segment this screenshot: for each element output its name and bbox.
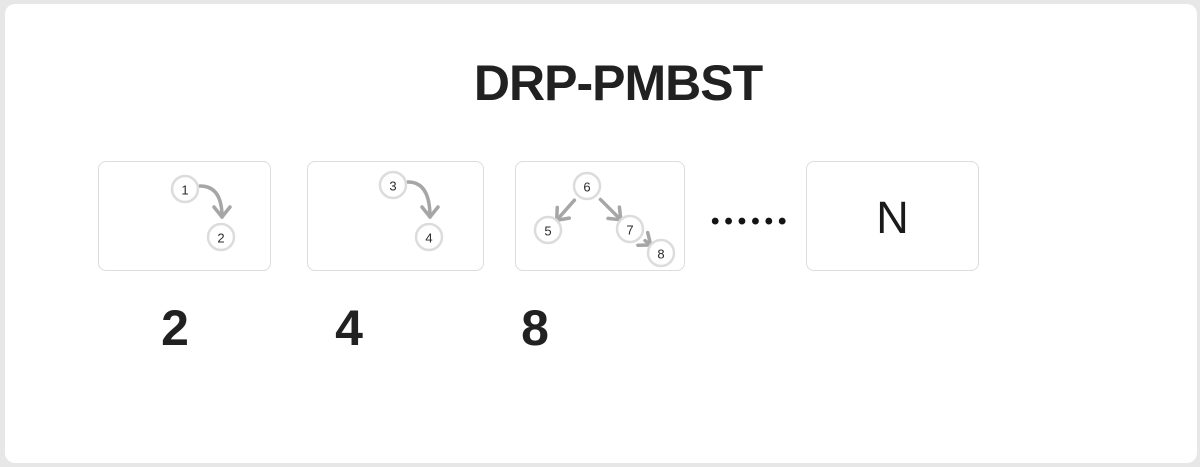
count-label-4: 4 (335, 300, 363, 356)
figure-title: DRP-PMBST (473, 55, 763, 111)
svg-text:7: 7 (626, 223, 633, 238)
svg-text:4: 4 (425, 231, 432, 246)
tree-box-8: 6 5 7 8 (515, 161, 685, 271)
tree-edge-6-to-7 (598, 197, 623, 222)
tree-node-1: 1 (170, 174, 200, 204)
svg-text:6: 6 (583, 180, 590, 195)
svg-text:1: 1 (181, 183, 188, 198)
tree-diagram-8: 6 5 7 8 (533, 171, 676, 268)
tree-edge-1-to-2 (198, 184, 232, 219)
svg-text:5: 5 (544, 224, 551, 239)
n-box: N (806, 161, 979, 271)
svg-text:3: 3 (389, 179, 396, 194)
tree-node-3: 3 (378, 170, 408, 200)
count-label-8: 8 (521, 300, 549, 356)
tree-diagram-4: 34 (378, 170, 444, 252)
tree-node-8: 8 (646, 238, 676, 268)
tree-node-6: 6 (572, 171, 602, 201)
tree-diagram-2: 12 (170, 174, 236, 252)
tree-node-4: 4 (414, 222, 444, 252)
tree-node-5: 5 (533, 215, 563, 245)
ellipsis-dots: •••••• (711, 208, 792, 235)
tree-edge-6-to-5 (554, 198, 577, 223)
tree-node-2: 2 (206, 222, 236, 252)
tree-edge-3-to-4 (406, 180, 440, 219)
count-label-2: 2 (161, 300, 189, 356)
svg-text:2: 2 (217, 231, 224, 246)
tree-node-7: 7 (615, 214, 645, 244)
svg-text:8: 8 (657, 247, 664, 262)
n-box-label: N (876, 192, 909, 243)
